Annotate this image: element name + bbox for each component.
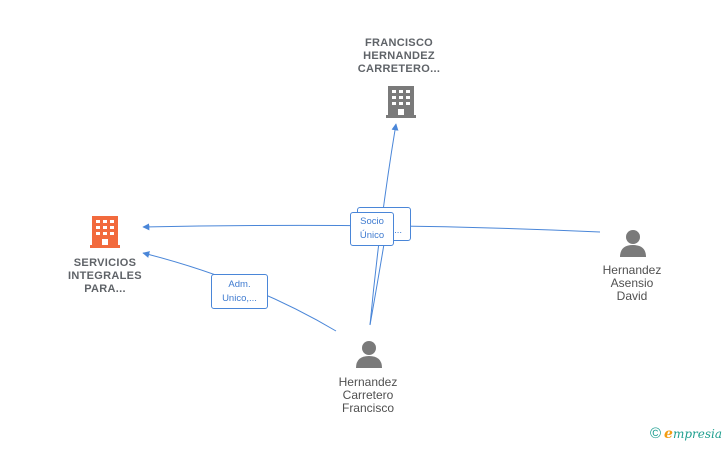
label-line: INTEGRALES xyxy=(68,270,142,282)
edge-bottom-person-to-center xyxy=(369,243,385,326)
relation-text: Adm. xyxy=(228,279,251,290)
person-icon[interactable] xyxy=(356,341,382,368)
label-line: SERVICIOS xyxy=(73,257,137,269)
relation-text: ... xyxy=(394,225,402,236)
label-line: Hernandez xyxy=(338,375,398,389)
left-company-label[interactable]: SERVICIOS INTEGRALES PARA... xyxy=(46,257,164,296)
label-line: PARA... xyxy=(84,283,126,295)
person-icon[interactable] xyxy=(620,230,646,257)
label-line: CARRETERO... xyxy=(357,63,441,75)
top-company-label[interactable]: FRANCISCO HERNANDEZ CARRETERO... xyxy=(340,37,458,76)
right-person-label[interactable]: Hernandez Asensio David xyxy=(584,264,680,303)
relation-text: Único xyxy=(359,230,385,241)
label-line: Asensio xyxy=(610,276,654,290)
building-icon[interactable] xyxy=(90,216,120,248)
copyright-icon: © xyxy=(649,425,662,442)
brand-initial: e xyxy=(664,425,673,442)
brand-name: mpresia xyxy=(672,426,722,441)
label-line: David xyxy=(616,289,648,303)
relation-box-adm-unico[interactable]: Adm. Unico,... xyxy=(211,274,268,309)
label-line: HERNANDEZ xyxy=(363,50,435,62)
building-icon[interactable] xyxy=(386,86,416,118)
relation-box-socio-unico[interactable]: Socio Único xyxy=(350,212,394,246)
bottom-person-label[interactable]: Hernandez Carretero Francisco xyxy=(320,376,416,415)
footer-brand[interactable]: © empresia xyxy=(650,425,722,442)
label-line: Carretero xyxy=(342,388,394,402)
label-line: FRANCISCO xyxy=(364,37,434,49)
relation-text: Unico,... xyxy=(222,293,257,304)
brand-logo: empresia xyxy=(664,426,722,442)
label-line: Francisco xyxy=(341,401,394,415)
label-line: Hernandez xyxy=(602,263,662,277)
relation-text: Socio xyxy=(360,216,384,227)
